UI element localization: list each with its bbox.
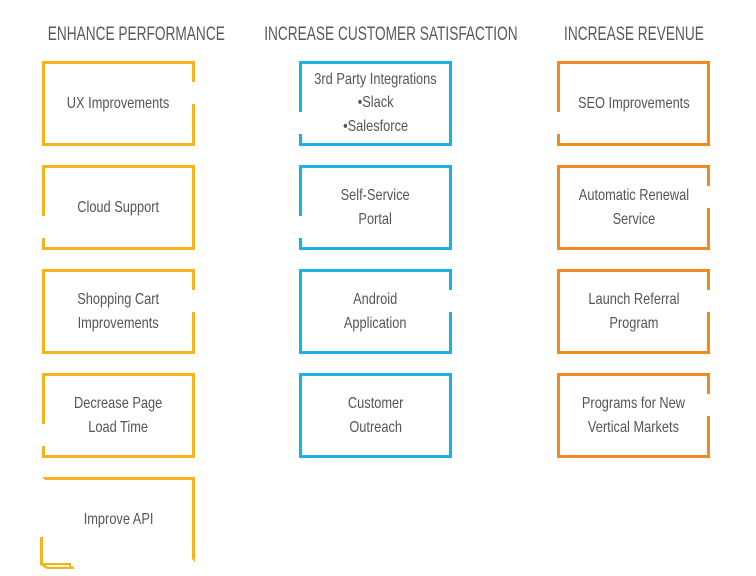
list-item-salesforce: Salesforce xyxy=(343,115,407,139)
column-title-enhance-performance: ENHANCE PERFORMANCE xyxy=(47,24,225,45)
integrations-list: Slack Salesforce xyxy=(343,91,408,139)
card-shopping-cart-improvements[interactable]: Shopping Cart Improvements xyxy=(42,269,196,354)
card-seo-improvements[interactable]: SEO Improvements xyxy=(556,61,710,146)
card-android-application[interactable]: Android Application xyxy=(299,269,453,354)
card-self-service-portal[interactable]: Self-Service Portal xyxy=(298,165,452,250)
card-label: Improve API xyxy=(83,510,154,528)
card-cloud-support[interactable]: Cloud Support xyxy=(41,165,195,250)
card-label: Cloud Support xyxy=(77,198,160,216)
card-label: Automatic Renewal Service xyxy=(578,186,689,228)
list-item-slack: Slack xyxy=(343,91,408,115)
card-launch-referral-program[interactable]: Launch Referral Program xyxy=(557,269,711,354)
card-decrease-page-load-time[interactable]: Decrease Page Load Time xyxy=(41,373,195,458)
card-automatic-renewal-service[interactable]: Automatic Renewal Service xyxy=(557,165,711,250)
card-label: Shopping Cart Improvements xyxy=(77,290,160,332)
card-label: SEO Improvements xyxy=(577,94,690,112)
card-label: Decrease Page Load Time xyxy=(74,394,163,436)
card-programs-for-new-vertical-markets[interactable]: Programs for New Vertical Markets xyxy=(557,373,711,458)
column-title-increase-customer-satisfaction: INCREASE CUSTOMER SATISFACTION xyxy=(264,24,518,45)
card-label: Self-Service Portal xyxy=(341,186,410,228)
card-label: UX Improvements xyxy=(67,94,170,112)
card-ux-improvements[interactable]: UX Improvements xyxy=(42,61,196,146)
card-3rd-party-integrations[interactable]: 3rd Party Integrations Slack Salesforce xyxy=(298,61,452,146)
column-title-increase-revenue: INCREASE REVENUE xyxy=(564,24,704,45)
card-label: Launch Referral Program xyxy=(587,290,680,332)
card-label: Customer Outreach xyxy=(347,394,404,436)
card-customer-outreach[interactable]: Customer Outreach xyxy=(299,373,452,458)
folded-corner-icon xyxy=(40,537,74,569)
card-label: 3rd Party Integrations xyxy=(314,71,437,88)
card-improve-api[interactable]: Improve API xyxy=(42,477,195,562)
card-label: Android Application xyxy=(344,290,407,332)
card-label: Programs for New Vertical Markets xyxy=(581,394,686,436)
